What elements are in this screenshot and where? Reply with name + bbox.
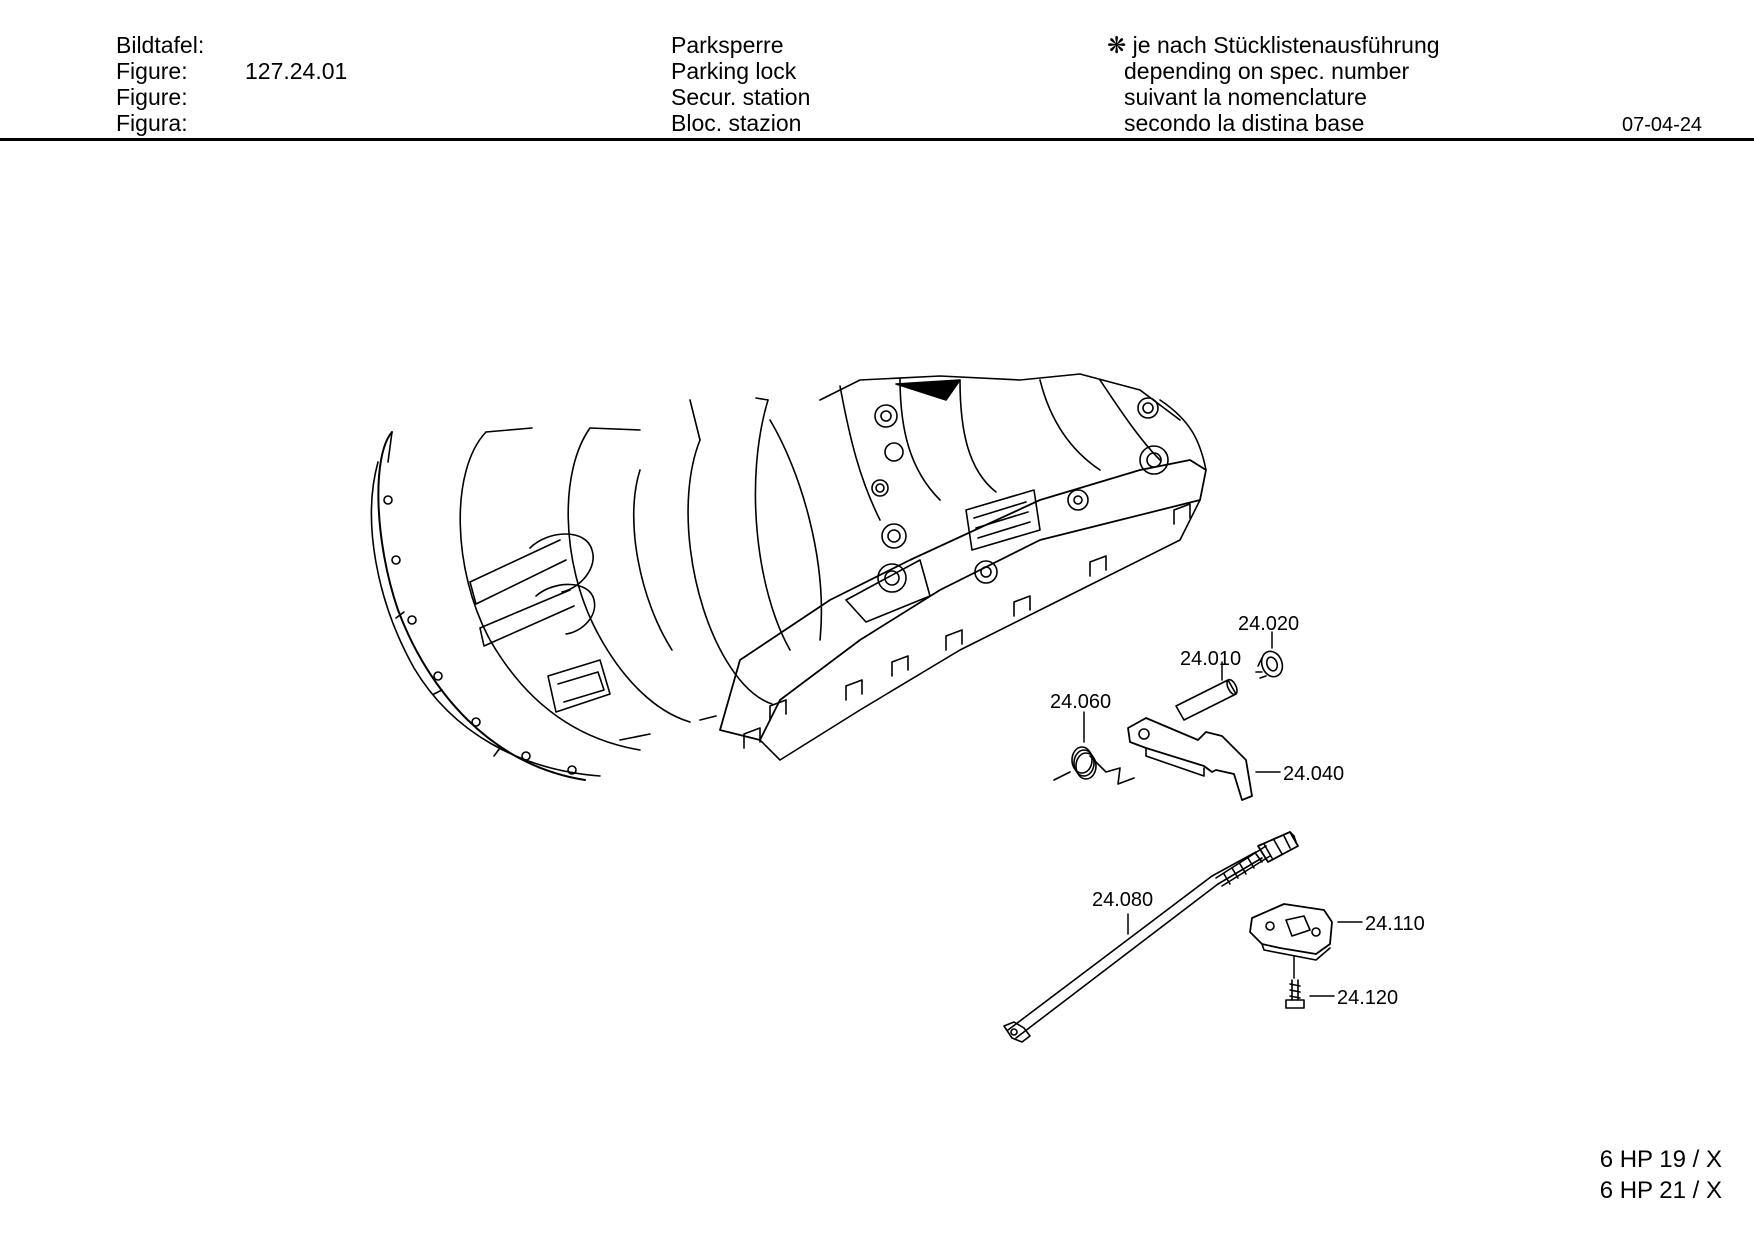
note-en: depending on spec. number [1124,58,1410,84]
label-figure-fr: Figure: [116,84,188,110]
title-it: Bloc. stazion [671,110,802,136]
figure-title: Parksperre Parking lock Secur. station B… [671,32,810,136]
callout-24010: 24.010 [1180,648,1241,670]
revision-date: 07-04-24 [1622,114,1703,136]
figure-number: 127.24.01 [245,58,348,84]
title-fr: Secur. station [671,84,811,110]
part-24080-selector-rod [1003,831,1299,1043]
part-24060-spring [1053,746,1135,785]
header-rule [0,138,1754,141]
model-list: 6 HP 19 / X 6 HP 21 / X [1600,1144,1722,1206]
part-24020-plug [1255,650,1284,679]
callout-24060: 24.060 [1050,691,1111,713]
label-figura: Figura: [116,110,188,136]
part-24040-pawl [1127,717,1253,801]
note-de: ❋ je nach Stücklistenausführung [1107,32,1440,58]
part-24110-cover-plate [1249,903,1333,961]
header-labels: Bildtafel: Figure: Figure: Figura: [116,32,204,136]
callout-24110: 24.110 [1365,913,1425,935]
callout-24120: 24.120 [1337,987,1398,1009]
label-bildtafel: Bildtafel: [116,32,205,58]
note-fr: suivant la nomenclature [1124,84,1367,110]
title-en: Parking lock [671,58,797,84]
part-24120-bolt [1285,979,1305,1009]
transmission-housing-drawing [370,373,1207,781]
note-it: secondo la distina base [1124,110,1365,136]
callout-24080: 24.080 [1092,889,1153,911]
spec-note: ❋ je nach Stücklistenausführung dependin… [1107,32,1440,136]
model-6hp21: 6 HP 21 / X [1599,1177,1722,1204]
model-6hp19: 6 HP 19 / X [1599,1146,1722,1173]
callout-leaders [1083,631,1363,997]
callout-24020: 24.020 [1238,613,1299,635]
callout-24040: 24.040 [1283,763,1344,785]
part-24010-pin [1175,678,1238,721]
title-de: Parksperre [671,32,784,58]
label-figure-en: Figure: [116,58,188,84]
